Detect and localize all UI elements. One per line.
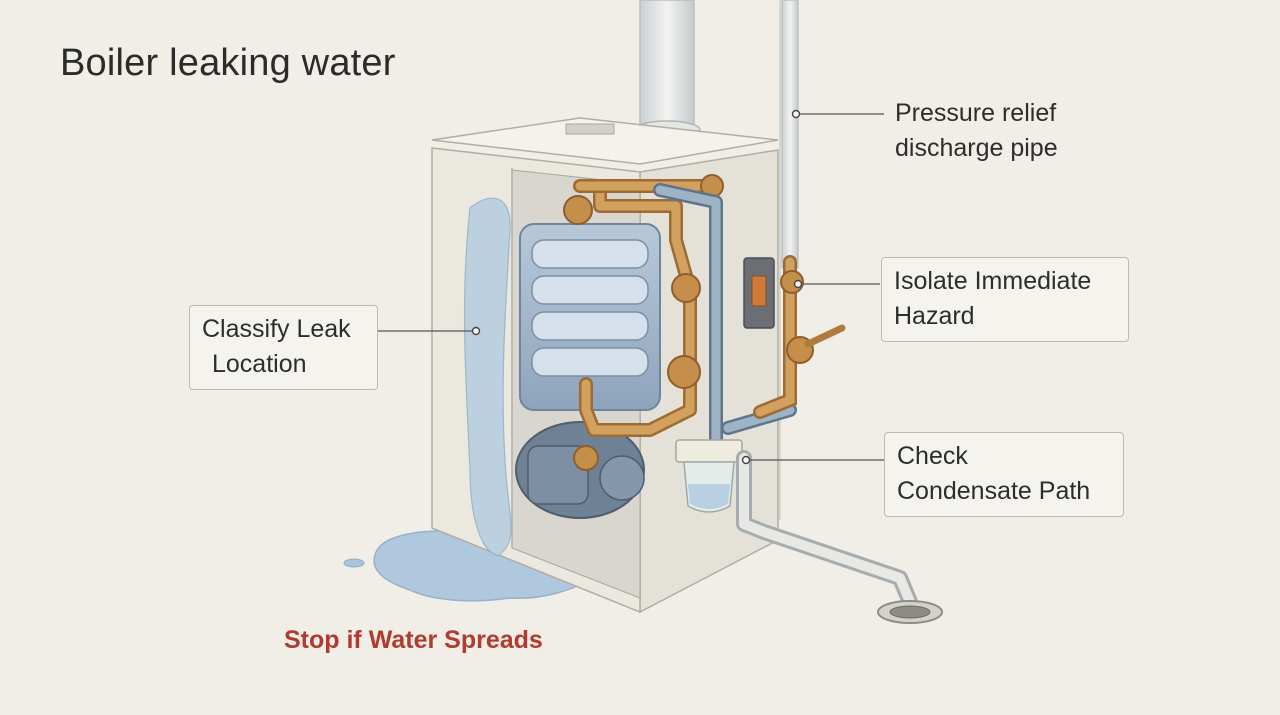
isolate-hazard-callout: Isolate Immediate Hazard	[881, 257, 1129, 342]
relief-valve	[753, 255, 846, 419]
condensate-callout: Check Condensate Path	[884, 432, 1124, 517]
condensate-line1: Check	[897, 442, 968, 470]
classify-leak-line2: Location	[212, 350, 307, 378]
circulator-pump	[515, 421, 645, 519]
page-title: Boiler leaking water	[60, 42, 396, 84]
stop-warning: Stop if Water Spreads	[284, 626, 543, 654]
flue-pipe	[633, 0, 701, 140]
heat-exchanger	[519, 223, 661, 411]
relief-pipe-label: Pressure relief discharge pipe	[895, 96, 1058, 166]
classify-leak-line1: Classify Leak	[202, 315, 351, 343]
leader-dots	[471, 109, 803, 465]
leader-lines	[378, 113, 884, 461]
isolate-hazard-line1: Isolate Immediate	[894, 267, 1092, 295]
condensate-trap	[675, 439, 743, 513]
relief-pipe-label-line1: Pressure relief	[895, 99, 1057, 127]
classify-leak-callout: Classify Leak Location	[189, 305, 378, 390]
steel-pipework	[653, 183, 797, 447]
relief-discharge-pipe	[781, 0, 799, 269]
water-streak	[463, 197, 512, 557]
copper-pipework	[563, 174, 724, 471]
isolate-hazard-line2: Hazard	[894, 302, 975, 330]
wall-switch	[743, 257, 775, 329]
floor-drain	[877, 600, 943, 624]
condensate-line2: Condensate Path	[897, 477, 1091, 505]
relief-pipe-label-line2: discharge pipe	[895, 134, 1058, 162]
condensate-drain-line	[736, 450, 918, 610]
